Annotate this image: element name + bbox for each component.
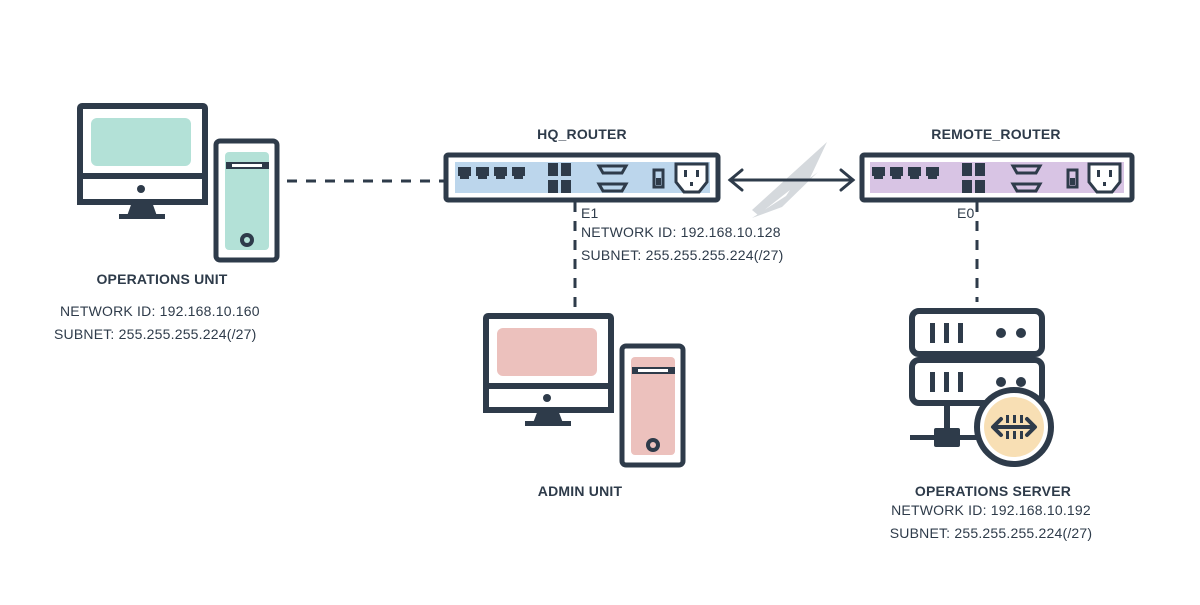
operations-server-subnet: SUBNET: 255.255.255.224(/27) [889,525,1093,541]
remote-router-icon [859,152,1135,203]
operations-unit-label: OPERATIONS UNIT [96,271,228,287]
operations-server-label: OPERATIONS SERVER [914,483,1072,499]
links [287,179,979,312]
operations-unit-subnet: SUBNET: 255.255.255.224(/27) [54,326,257,342]
hq-router-subnet: SUBNET: 255.255.255.224(/27) [581,247,784,263]
operations-unit-network-id: NETWORK ID: 192.168.10.160 [60,303,260,319]
operations-unit-computer-icon [77,103,280,263]
hq-router-network-id: NETWORK ID: 192.168.10.128 [581,224,781,240]
operations-server-network-id: NETWORK ID: 192.168.10.192 [891,502,1091,518]
serial-link-arrow [727,168,856,192]
hq-router-interface-label: E1 [581,205,599,221]
remote-router-label: REMOTE_ROUTER [931,126,1061,142]
hq-router-label: HQ_ROUTER [537,126,627,142]
operations-server-icon [909,308,1054,467]
admin-unit-computer-icon [483,313,686,468]
hq-router-icon [443,152,721,203]
admin-unit-label: ADMIN UNIT [537,483,623,499]
remote-router-interface-label: E0 [957,205,975,221]
